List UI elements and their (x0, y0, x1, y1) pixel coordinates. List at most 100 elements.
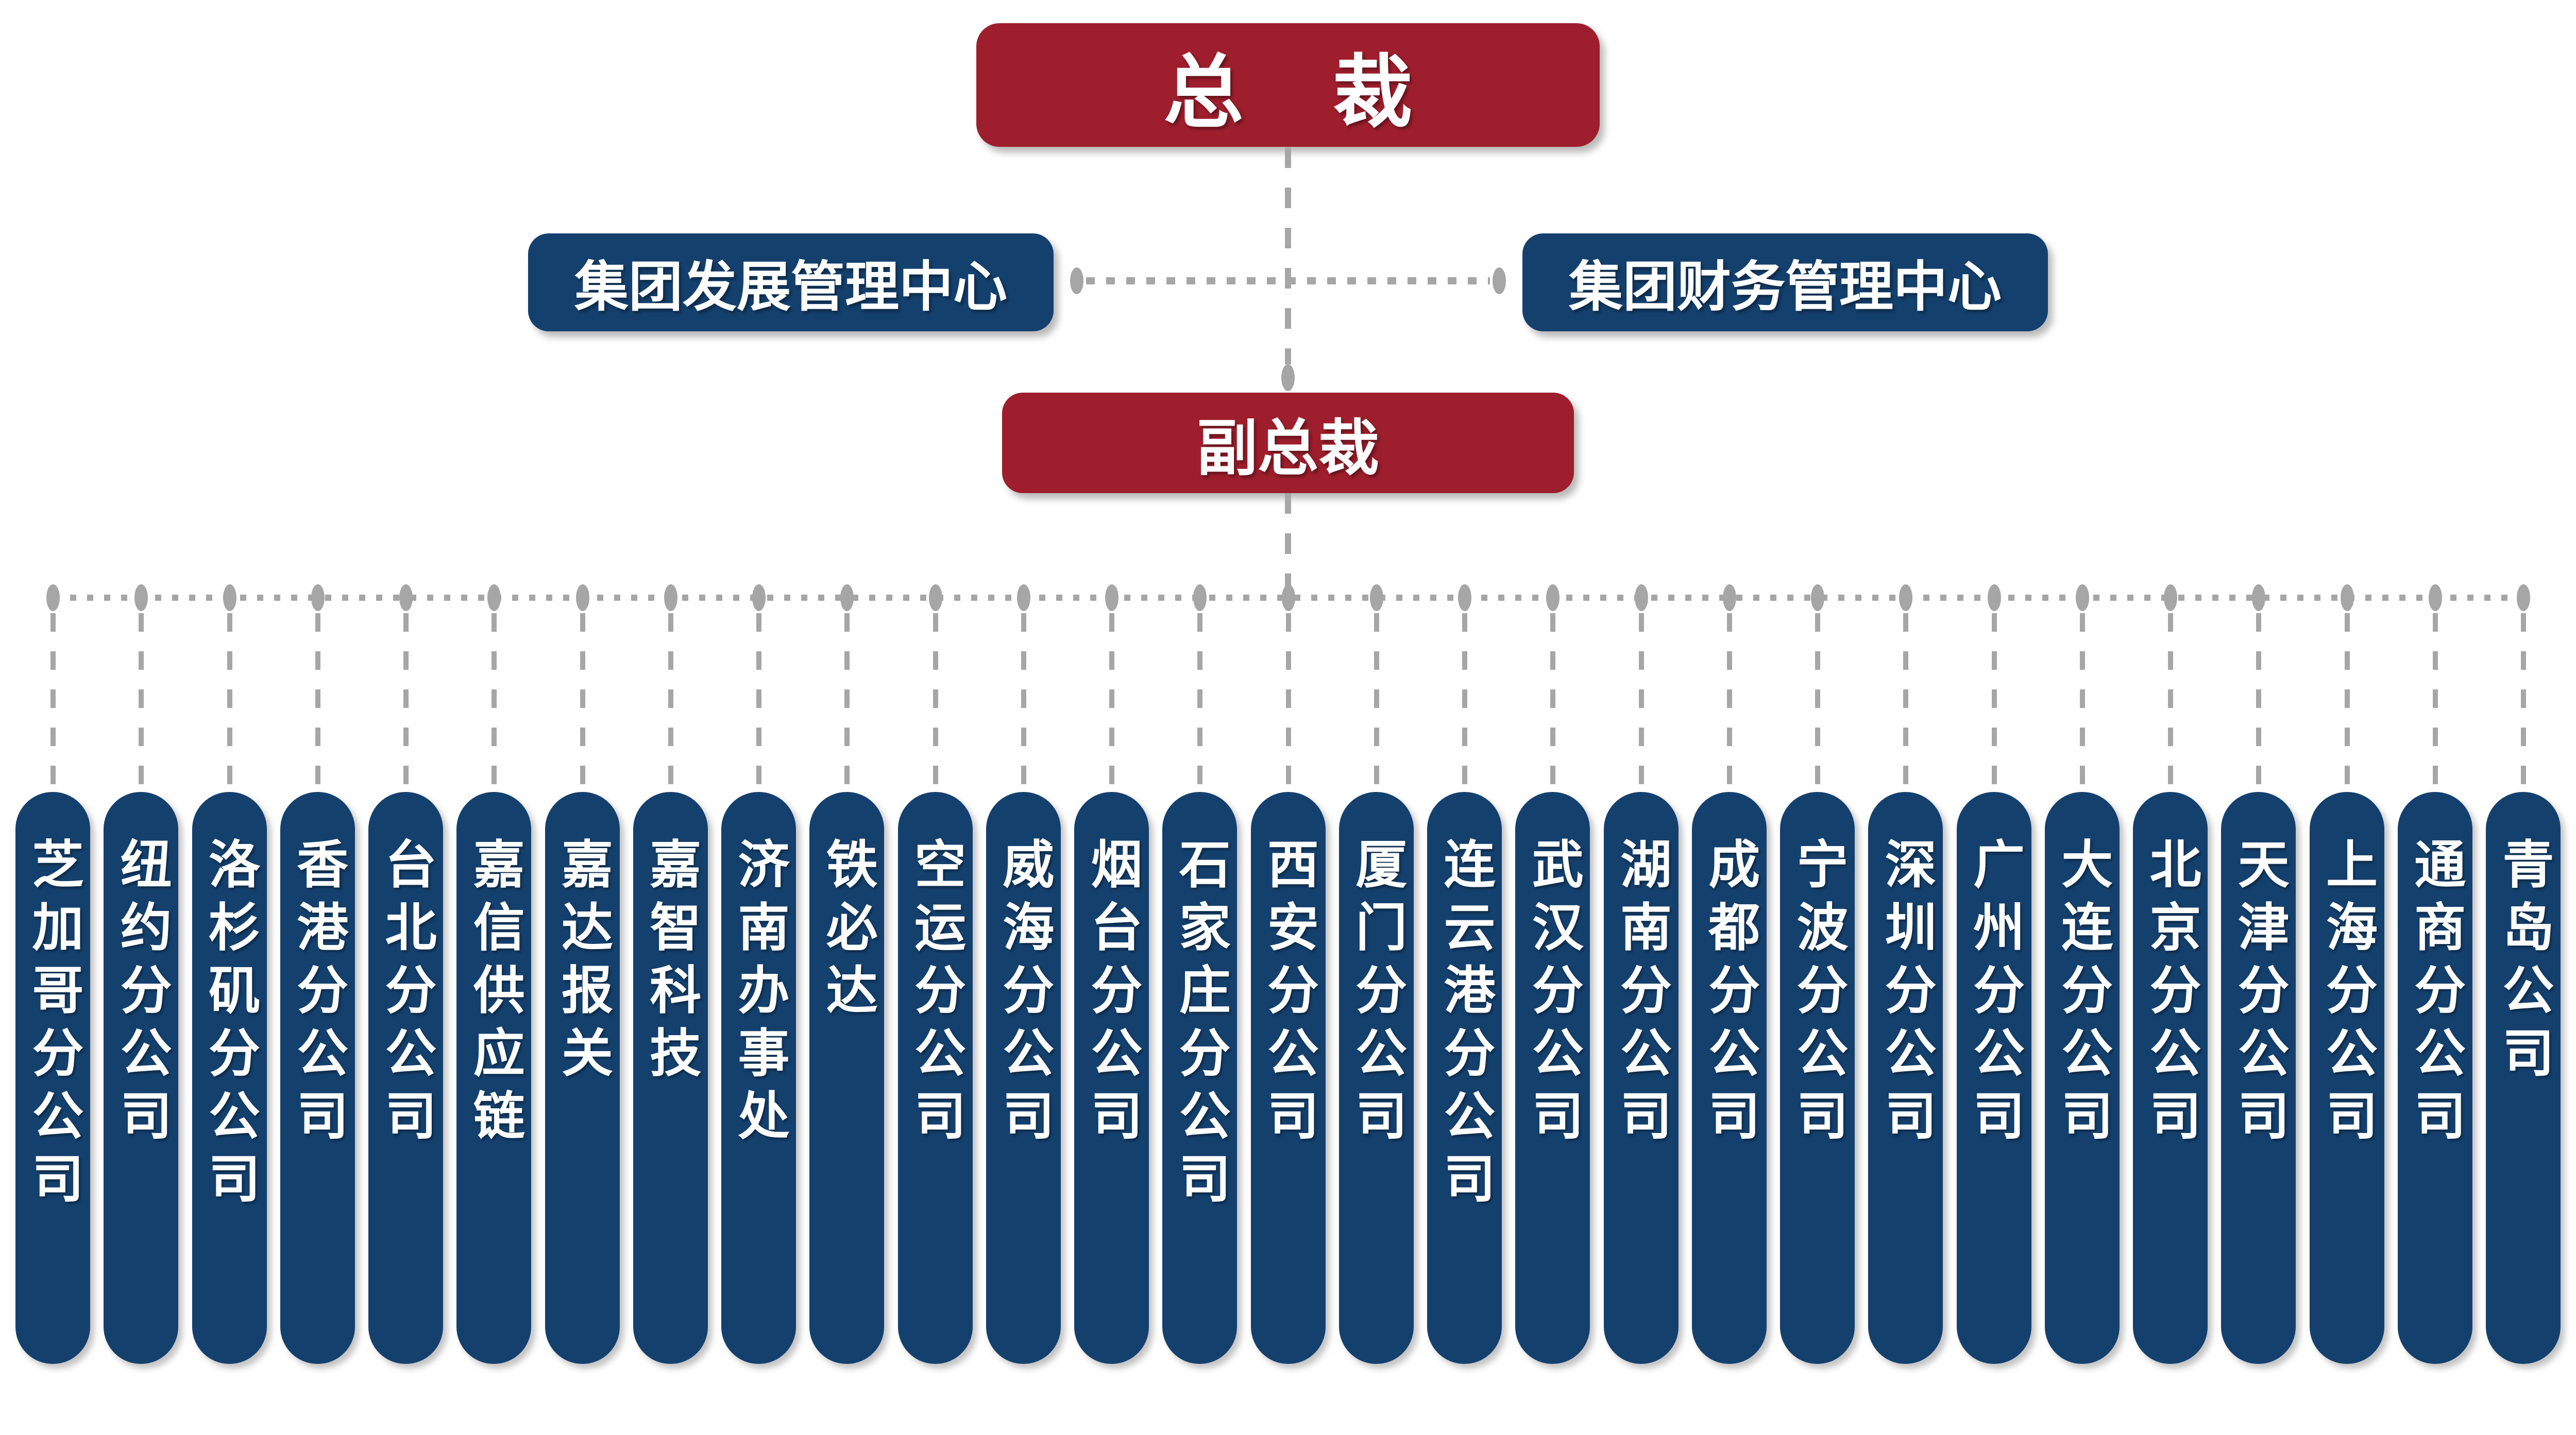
branch-label: 广州分公司 (1965, 837, 2023, 1152)
connector-branch-line (2167, 613, 2173, 788)
connector-branch-line (1197, 613, 1202, 788)
branch-label: 上海分公司 (2318, 837, 2376, 1152)
branch-label: 青岛公司 (2495, 837, 2552, 1089)
branch-label: 成都分公司 (1700, 837, 1758, 1152)
connector-branch-dot (1546, 584, 1560, 611)
connector-branch-dot (2428, 584, 2442, 611)
connector-branch-line (1285, 613, 1291, 788)
connector-branch-dot (1193, 584, 1207, 611)
connector-branch-dot (2340, 584, 2354, 611)
connector-branch-dot (1722, 584, 1736, 611)
branch-pill: 嘉信供应链 (456, 792, 532, 1364)
connector-branch-line (1903, 613, 1908, 788)
connector-branch-line (756, 613, 761, 788)
branch-label: 嘉智科技 (641, 837, 700, 1089)
branch-pill: 台北分公司 (368, 792, 443, 1364)
branch-pill: 空运分公司 (897, 792, 973, 1364)
connector-branch-dot (487, 584, 501, 611)
branch-label: 空运分公司 (906, 837, 964, 1152)
connector-branch-dot (134, 584, 148, 611)
branch-pill: 纽约分公司 (104, 792, 179, 1364)
branch-pill: 湖南分公司 (1603, 792, 1679, 1364)
connector-center-right-dot (1493, 267, 1506, 294)
branch-label: 武汉分公司 (1524, 837, 1582, 1152)
connector-branch-line (933, 613, 938, 788)
connector-branch-line (491, 613, 497, 788)
branch-pill: 烟台分公司 (1074, 792, 1149, 1364)
finance-center-box: 集团财务管理中心 (1522, 233, 2048, 331)
branch-label: 嘉信供应链 (465, 837, 523, 1152)
connector-centers-line (1086, 277, 1490, 284)
connector-branch-line (1374, 613, 1379, 788)
connector-branch-line (580, 613, 585, 788)
connector-branch-line (227, 613, 232, 788)
branch-pill: 厦门分公司 (1338, 792, 1414, 1364)
branch-pill: 北京分公司 (2133, 792, 2208, 1364)
connector-root-vp-line (1285, 147, 1291, 364)
vp-box: 副总裁 (1002, 393, 1574, 493)
connector-branch-dot (840, 584, 854, 611)
branch-label: 大连分公司 (2053, 837, 2111, 1152)
connector-branch-dot (752, 584, 766, 611)
branch-label: 西安分公司 (1259, 837, 1317, 1152)
connector-branch-line (403, 613, 409, 788)
connector-branch-line (138, 613, 144, 788)
branch-label: 芝加哥分公司 (24, 837, 82, 1214)
connector-branch-line (844, 613, 850, 788)
branch-label: 通商分公司 (2406, 837, 2464, 1152)
connector-branch-line (1726, 613, 1732, 788)
branch-pill: 芝加哥分公司 (15, 792, 90, 1364)
branch-pill: 广州分公司 (1956, 792, 2031, 1364)
branch-pill: 洛杉矶分公司 (192, 792, 267, 1364)
connector-branch-dot (1899, 584, 1912, 611)
connector-branch-dot (311, 584, 325, 611)
branch-label: 台北分公司 (377, 837, 435, 1152)
connector-branch-line (1109, 613, 1114, 788)
branch-pill: 西安分公司 (1250, 792, 1326, 1364)
branch-label: 石家庄分公司 (1171, 837, 1229, 1214)
connector-branch-line (2432, 613, 2438, 788)
connector-branch-dot (2516, 584, 2530, 611)
connector-branch-dot (1458, 584, 1471, 611)
branch-label: 湖南分公司 (1612, 837, 1670, 1152)
connector-branch-dot (575, 584, 589, 611)
branch-label: 纽约分公司 (112, 837, 171, 1152)
branch-pill: 武汉分公司 (1515, 792, 1590, 1364)
connector-branch-dot (1105, 584, 1118, 611)
branch-pill: 连云港分公司 (1427, 792, 1502, 1364)
branch-label: 北京分公司 (2142, 837, 2199, 1152)
branch-label: 宁波分公司 (1789, 837, 1846, 1152)
branch-label: 天津分公司 (2230, 837, 2288, 1152)
connector-branch-line (2256, 613, 2261, 788)
connector-branch-dot (928, 584, 942, 611)
branch-label: 烟台分公司 (1083, 837, 1141, 1152)
development-center-label: 集团发展管理中心 (574, 257, 1007, 317)
connector-branch-dot (1810, 584, 1824, 611)
branch-label: 连云港分公司 (1436, 837, 1494, 1214)
branch-label: 深圳分公司 (1877, 837, 1935, 1152)
connector-branch-line (1550, 613, 1555, 788)
connector-branch-dot (2075, 584, 2089, 611)
branch-pill: 石家庄分公司 (1162, 792, 1238, 1364)
branch-label: 洛杉矶分公司 (200, 837, 259, 1214)
connector-vp-dot (1281, 364, 1295, 391)
connector-branch-line (2344, 613, 2350, 788)
branch-label: 威海分公司 (994, 837, 1053, 1152)
branch-pill: 嘉达报关 (545, 792, 620, 1364)
branch-pill: 济南办事处 (721, 792, 796, 1364)
branch-pill: 铁必达 (809, 792, 885, 1364)
ceo-box: 总 裁 (976, 23, 1600, 147)
vp-label: 副总裁 (1196, 415, 1379, 483)
branch-label: 嘉达报关 (553, 837, 612, 1089)
connector-branch-dot (664, 584, 677, 611)
connector-branch-line (668, 613, 673, 788)
connector-center-left-dot (1070, 267, 1083, 294)
branch-pill: 香港分公司 (280, 792, 355, 1364)
connector-branch-line (1638, 613, 1644, 788)
branch-pill: 上海分公司 (2309, 792, 2384, 1364)
branch-label: 铁必达 (818, 837, 876, 1026)
connector-branch-line (315, 613, 320, 788)
connector-vp-bus-line (1285, 493, 1291, 595)
branch-pill: 天津分公司 (2221, 792, 2296, 1364)
